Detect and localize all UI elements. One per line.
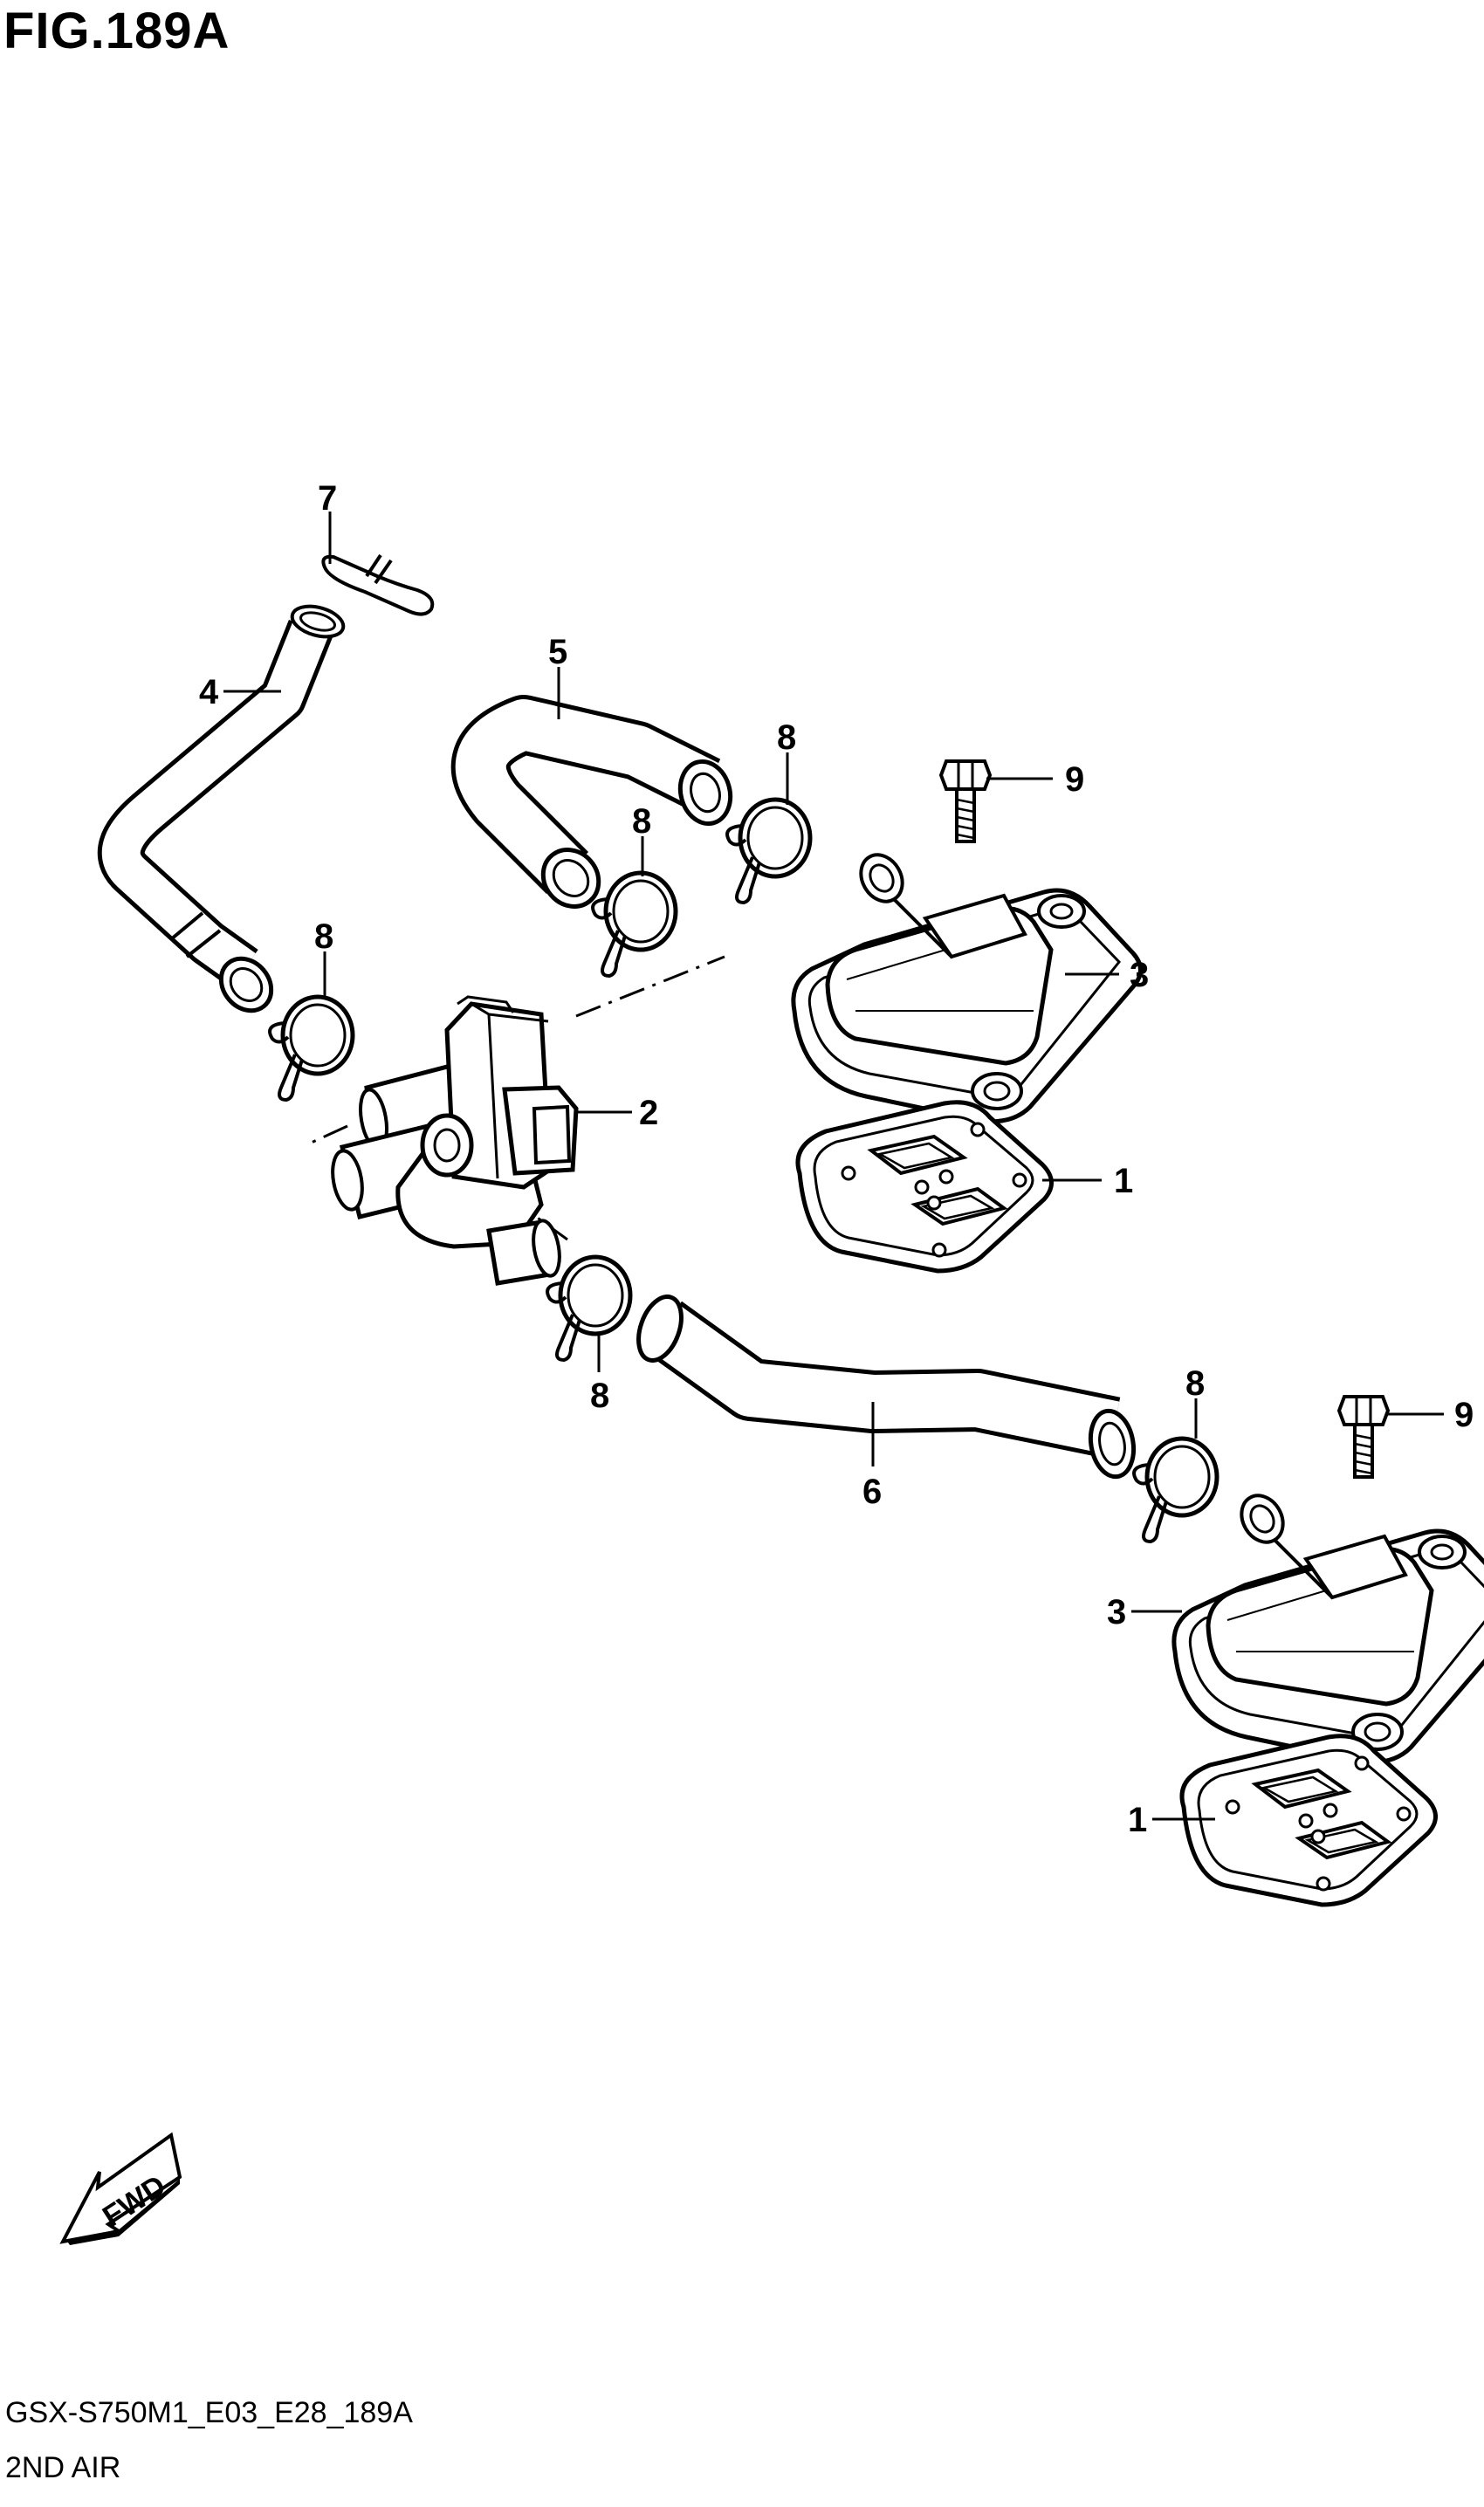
callout-1-lower: 1 <box>1128 1801 1147 1839</box>
clamp-8-middle <box>593 873 676 976</box>
section-name: 2ND AIR <box>5 2451 121 2484</box>
reed-plate-1-upper <box>798 1102 1052 1271</box>
valve-2 <box>331 995 579 1286</box>
callout-3-lower: 3 <box>1107 1593 1126 1631</box>
reed-plate-1-lower <box>1182 1736 1436 1905</box>
callout-1-upper: 1 <box>1114 1162 1133 1200</box>
callout-7: 7 <box>318 479 337 518</box>
callout-9-upper: 9 <box>1065 760 1084 799</box>
bolt-9-upper <box>939 759 992 843</box>
bolt-9-lower <box>1337 1395 1390 1479</box>
callout-4: 4 <box>199 673 219 711</box>
clamp-8-lower <box>547 1257 630 1360</box>
figure-title: FIG.189A <box>3 3 230 59</box>
hose-4 <box>97 604 346 1013</box>
callout-8-upper: 8 <box>777 718 796 757</box>
callout-8-lower: 8 <box>590 1377 609 1415</box>
callout-2: 2 <box>639 1094 658 1132</box>
callout-8-left: 8 <box>314 917 333 956</box>
callout-3-upper: 3 <box>1130 956 1149 994</box>
fwd-arrow-icon: FWD <box>59 2132 182 2245</box>
hose-6 <box>636 1295 1137 1480</box>
reed-cover-3-lower <box>1174 1488 1484 1762</box>
callout-6: 6 <box>862 1473 882 1511</box>
callout-9-lower: 9 <box>1454 1396 1474 1434</box>
leader-lines <box>223 512 1444 1821</box>
callout-5: 5 <box>548 633 567 671</box>
clamp-8-left <box>270 997 353 1100</box>
clamp-8-right <box>1134 1439 1217 1542</box>
clip-7 <box>321 553 435 616</box>
callout-8-right: 8 <box>1185 1364 1205 1403</box>
hose-5 <box>450 695 733 909</box>
clamp-8-upper <box>727 800 810 903</box>
callout-8-middle: 8 <box>632 802 651 841</box>
drawing-code: GSX-S750M1_E03_E28_189A <box>5 2396 413 2429</box>
reed-cover-3-upper <box>794 848 1141 1122</box>
